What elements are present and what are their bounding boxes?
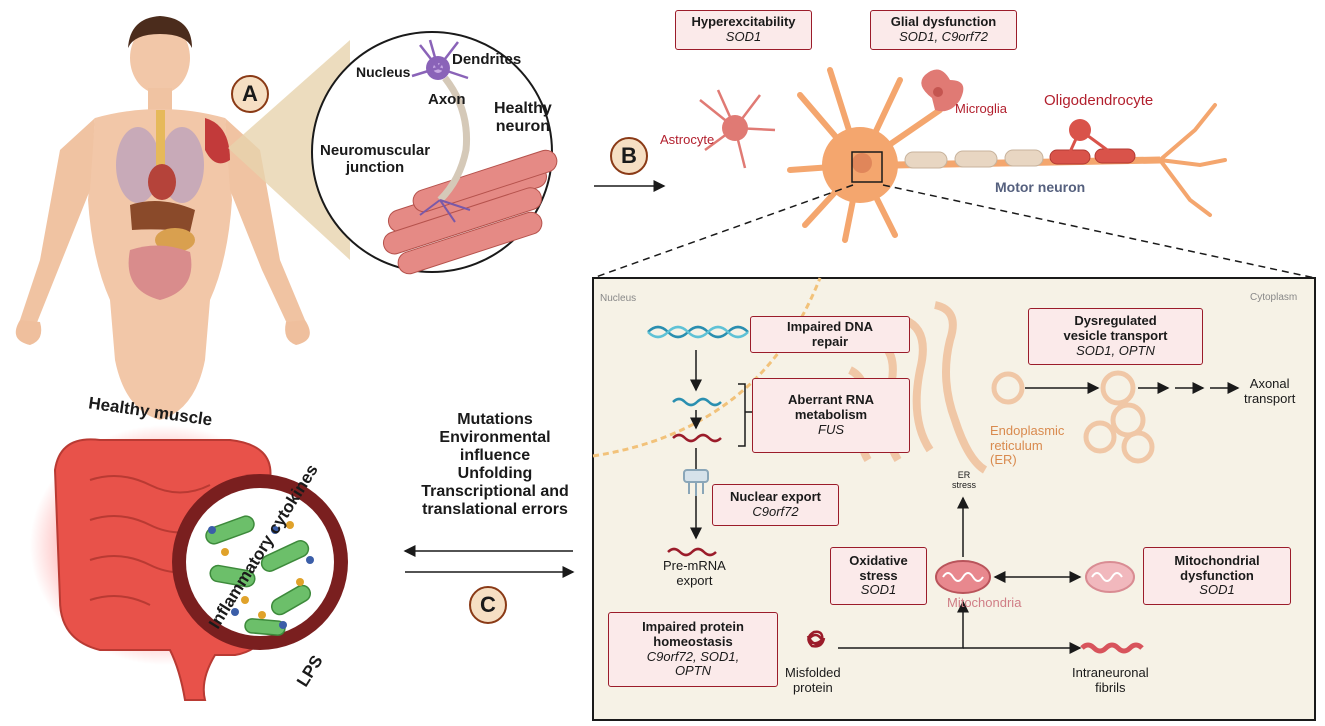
hyperexcitability-box: Hyperexcitability SOD1 xyxy=(675,10,812,50)
zoom-line-left xyxy=(592,184,854,279)
fibrils-icon xyxy=(1080,642,1144,654)
motor-neuron-illustration xyxy=(787,67,1227,243)
hyperexcitability-genes: SOD1 xyxy=(725,29,762,44)
astrocyte-illustration xyxy=(699,89,776,169)
misfolded-protein-label: Misfolded protein xyxy=(785,665,841,695)
vesicle-transport-box: Dysregulated vesicle transport SOD1, OPT… xyxy=(1028,308,1203,365)
protein-homeostasis-genes: C9orf72, SOD1, OPTN xyxy=(646,648,740,679)
triggers-text: Mutations Environmental influence Unfold… xyxy=(421,411,569,518)
vesicles xyxy=(991,370,1155,464)
er-label: Endoplasmic reticulum (ER) xyxy=(990,423,1065,468)
dna-illustration xyxy=(647,325,749,339)
healthy-neuron-circle xyxy=(311,31,558,275)
rna-bracket xyxy=(738,383,746,447)
misfolded-protein-icon xyxy=(806,630,826,648)
glial-dysfunction-genes: SOD1, C9orf72 xyxy=(899,29,988,44)
label-nucleus: Nucleus xyxy=(356,64,411,80)
gut-lumen-circle xyxy=(172,474,348,650)
nucleus-region-label: Nucleus xyxy=(600,293,637,304)
er-stress-label: ER stress xyxy=(952,470,977,491)
pre-mrna-label: Pre-mRNA export xyxy=(663,558,726,588)
vesicle-transport-title: Dysregulated vesicle transport xyxy=(1063,313,1168,344)
glial-dysfunction-box: Glial dysfunction SOD1, C9orf72 xyxy=(870,10,1017,50)
nuclear-export-genes: C9orf72 xyxy=(752,504,799,519)
protein-homeostasis-title: Impaired protein homeostasis xyxy=(642,618,744,649)
protein-homeostasis-box: Impaired protein homeostasis C9orf72, SO… xyxy=(608,612,778,687)
oxidative-stress-title: Oxidative stress xyxy=(849,552,908,583)
mrna-illustration xyxy=(672,433,722,443)
mitochondrial-dysfunction-genes: SOD1 xyxy=(1199,582,1235,598)
rna-metabolism-title: Aberrant RNA metabolism xyxy=(788,392,874,423)
pre-mrna-illustration xyxy=(667,547,717,557)
oxidative-stress-box: Oxidative stress SOD1 xyxy=(830,547,927,605)
vesicle-transport-genes: SOD1, OPTN xyxy=(1076,342,1155,358)
microglia-illustration xyxy=(921,69,964,112)
axonal-transport-label: Axonal transport xyxy=(1244,376,1296,406)
zoom-line-right xyxy=(882,184,1316,279)
nuclear-export-box: Nuclear export C9orf72 xyxy=(712,484,839,526)
mitochondrial-dysfunction-box: Mitochondrial dysfunction SOD1 xyxy=(1143,547,1291,605)
glial-dysfunction-title: Glial dysfunction xyxy=(890,14,997,30)
label-oligodendrocyte: Oligodendrocyte xyxy=(1044,92,1154,109)
dna-repair-box: Impaired DNA repair xyxy=(750,316,910,353)
dysfunctional-mitochondria-icon xyxy=(1085,561,1135,593)
label-astrocyte: Astrocyte xyxy=(660,132,715,147)
mitochondria-icon xyxy=(935,560,991,594)
oxidative-stress-genes: SOD1 xyxy=(860,582,897,598)
dna-repair-title: Impaired DNA repair xyxy=(787,318,873,349)
mitochondria-label: Mitochondria xyxy=(947,595,1022,610)
label-microglia: Microglia xyxy=(955,101,1008,116)
badge-b: B xyxy=(610,137,648,175)
nuclear-membrane xyxy=(592,277,822,458)
rna-metabolism-genes: FUS xyxy=(818,421,844,437)
mitochondrial-dysfunction-title: Mitochondrial dysfunction xyxy=(1174,552,1260,583)
cytoplasm-region-label: Cytoplasm xyxy=(1250,292,1298,303)
nuclear-export-title: Nuclear export xyxy=(729,489,822,505)
human-body-illustration xyxy=(15,16,310,420)
label-axon: Axon xyxy=(428,91,466,108)
nuclear-pore-icon xyxy=(683,469,709,496)
label-healthy-neuron: Healthy neuron xyxy=(494,100,552,135)
badge-c: C xyxy=(469,586,507,624)
rna-metabolism-box: Aberrant RNA metabolism FUS xyxy=(752,378,910,453)
label-neuromuscular-junction: Neuromuscular junction xyxy=(320,142,431,176)
badge-a: A xyxy=(231,75,269,113)
label-dendrites: Dendrites xyxy=(452,51,522,68)
fibrils-label: Intraneuronal fibrils xyxy=(1072,665,1149,695)
rna-illustration xyxy=(672,397,722,407)
hyperexcitability-title: Hyperexcitability xyxy=(691,14,796,30)
zoom-cone xyxy=(228,40,350,260)
label-motor-neuron: Motor neuron xyxy=(995,179,1086,195)
